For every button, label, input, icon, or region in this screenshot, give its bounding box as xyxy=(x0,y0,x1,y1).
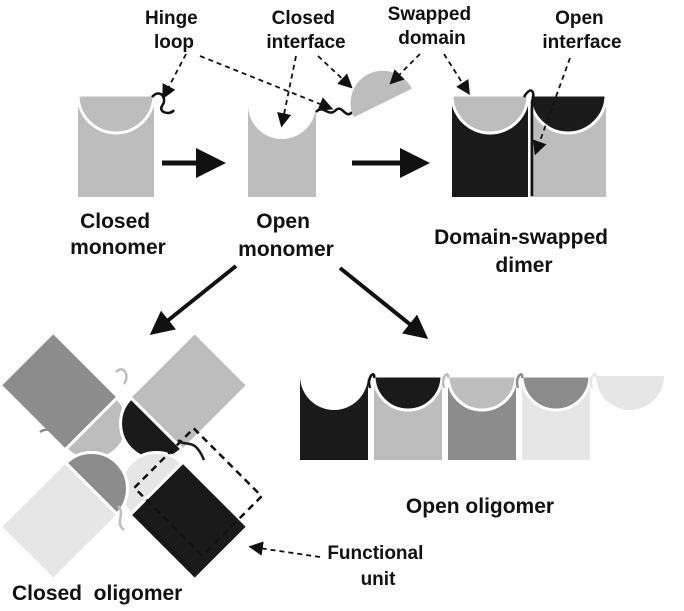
open-monomer xyxy=(248,70,412,197)
closed-oligomer xyxy=(2,334,264,578)
open-oligomer-unit-3 xyxy=(441,373,518,460)
closed-oligomer-hinge-bottom xyxy=(117,505,125,531)
open-interface-label: Open interface xyxy=(542,8,621,53)
open-interface-leader xyxy=(532,57,571,156)
open-oligomer-unit-2 xyxy=(367,373,444,460)
swapped-domain-leader-a xyxy=(389,53,421,85)
dimer-light-pocket xyxy=(528,93,608,135)
closed-interface-label: Closed interface xyxy=(266,8,345,53)
open-oligomer xyxy=(300,373,664,460)
closed-oligomer-arm-upper-left xyxy=(2,334,129,461)
closed-interface-leader-a xyxy=(277,55,297,128)
closed-monomer-hinge xyxy=(151,92,176,115)
closed-oligomer-arm-lower-right xyxy=(119,451,246,578)
domain-swapped-dimer-label: Domain-swapped dimer xyxy=(434,226,614,277)
swapped-domain-leader-b xyxy=(443,53,470,96)
open-monomer-label: Open monomer xyxy=(238,210,334,261)
hinge-loop-label: Hinge loop xyxy=(145,8,203,53)
dimer-dark-pocket xyxy=(450,93,530,135)
open-oligomer-free-domain xyxy=(589,373,664,410)
open-monomer-swapped-domain xyxy=(350,70,412,118)
arrow-to-open-oligomer xyxy=(338,266,429,340)
closed-oligomer-arm-upper-right xyxy=(119,334,246,461)
closed-interface-leader-c xyxy=(317,55,353,89)
open-oligomer-unit-1 xyxy=(300,376,368,460)
domain-swapped-dimer xyxy=(450,89,608,197)
swapped-domain-label: Swapped domain xyxy=(388,4,477,49)
open-monomer-hinge xyxy=(315,107,353,116)
closed-monomer-label: Closed monomer xyxy=(70,210,166,259)
functional-unit-label: Functional unit xyxy=(327,543,428,590)
closed-oligomer-hinge-top xyxy=(115,368,128,385)
functional-unit-box xyxy=(132,426,264,558)
leader-lines xyxy=(162,53,571,156)
dimer-hinge xyxy=(522,89,535,196)
closed-oligomer-arm-lower-left xyxy=(2,451,129,578)
closed-interface-leader-b xyxy=(199,55,334,111)
closed-monomer xyxy=(76,92,176,197)
functional-unit-leader xyxy=(248,541,321,558)
open-oligomer-label: Open oligomer xyxy=(406,495,554,518)
arrow-to-closed-oligomer xyxy=(149,264,238,335)
open-oligomer-unit-4 xyxy=(515,373,592,460)
closed-oligomer-hinge-left xyxy=(39,428,71,436)
closed-oligomer-label: Closed oligomer xyxy=(12,582,182,605)
hinge-loop-leader xyxy=(162,53,187,100)
closed-monomer-domain xyxy=(76,93,156,135)
